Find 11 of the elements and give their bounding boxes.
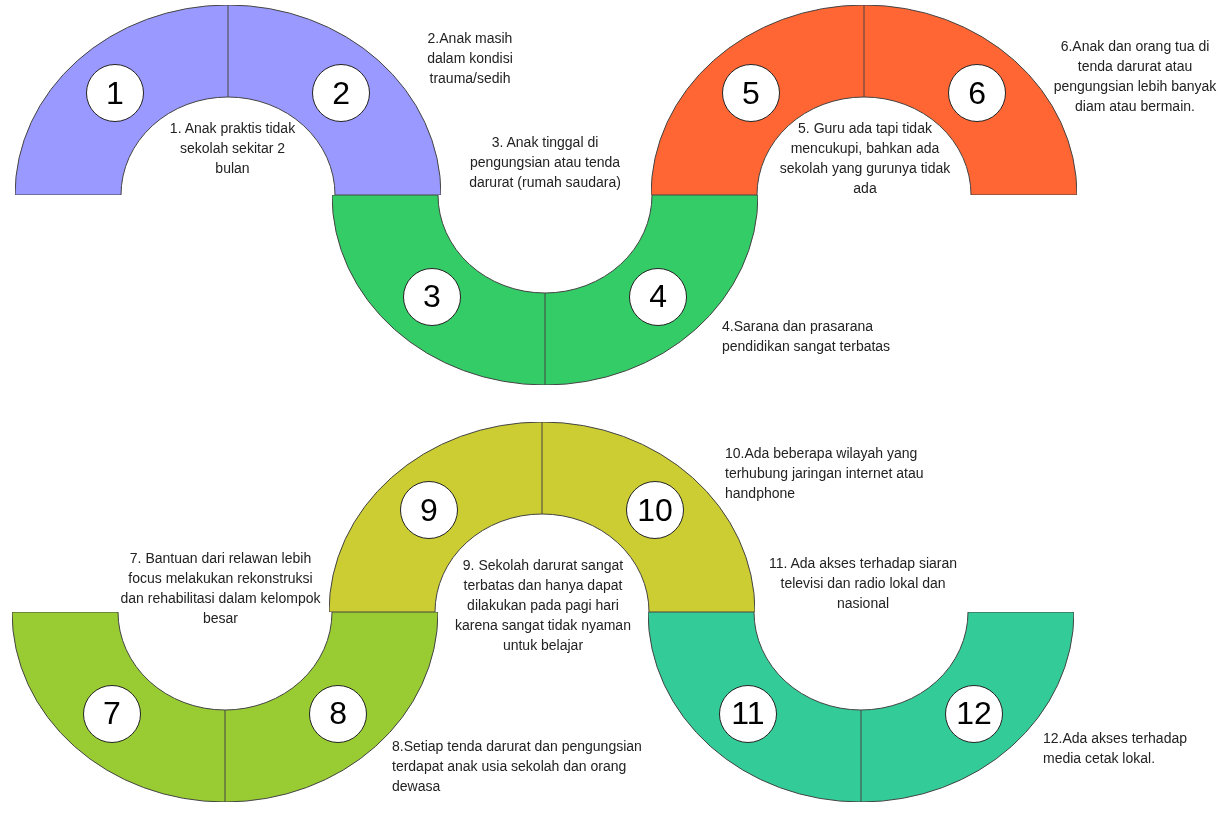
description-text: 9. Sekolah darurat sangat terbatas dan hanya dapat dilakukan pada pagi hari karena sangat tidak nyaman untuk belajar [454,556,632,655]
description-text: 2.Anak masih dalam kondisi trauma/sedih [426,29,514,88]
description-text: 3. Anak tinggal di pengungsian atau tenda darurat (rumah saudara) [468,133,622,192]
description-text: 11. Ada akses terhadap siaran televisi dan radio lokal dan nasional [768,554,958,613]
description-text: 4.Sarana dan prasarana pendidikan sangat terbatas [722,317,892,356]
description-text: 8.Setiap tenda darurat dan pengungsian terdapat anak usia sekolah dan orang dewasa [392,737,643,796]
description-text: 12.Ada akses terhadap media cetak lokal. [1043,729,1188,768]
description-text: 7. Bantuan dari relawan lebih focus melakukan rekonstruksi dan rehabilitasi dalam kelompok besar [119,549,322,628]
description-text: 1. Anak praktis tidak sekolah sekitar 2 bulan [168,119,297,178]
description-text: 6.Anak dan orang tua di tenda darurat atau pengungsian lebih banyak diam atau bermain. [1052,37,1218,116]
description-text: 10.Ada beberapa wilayah yang terhubung jaringan internet atau handphone [725,444,925,503]
